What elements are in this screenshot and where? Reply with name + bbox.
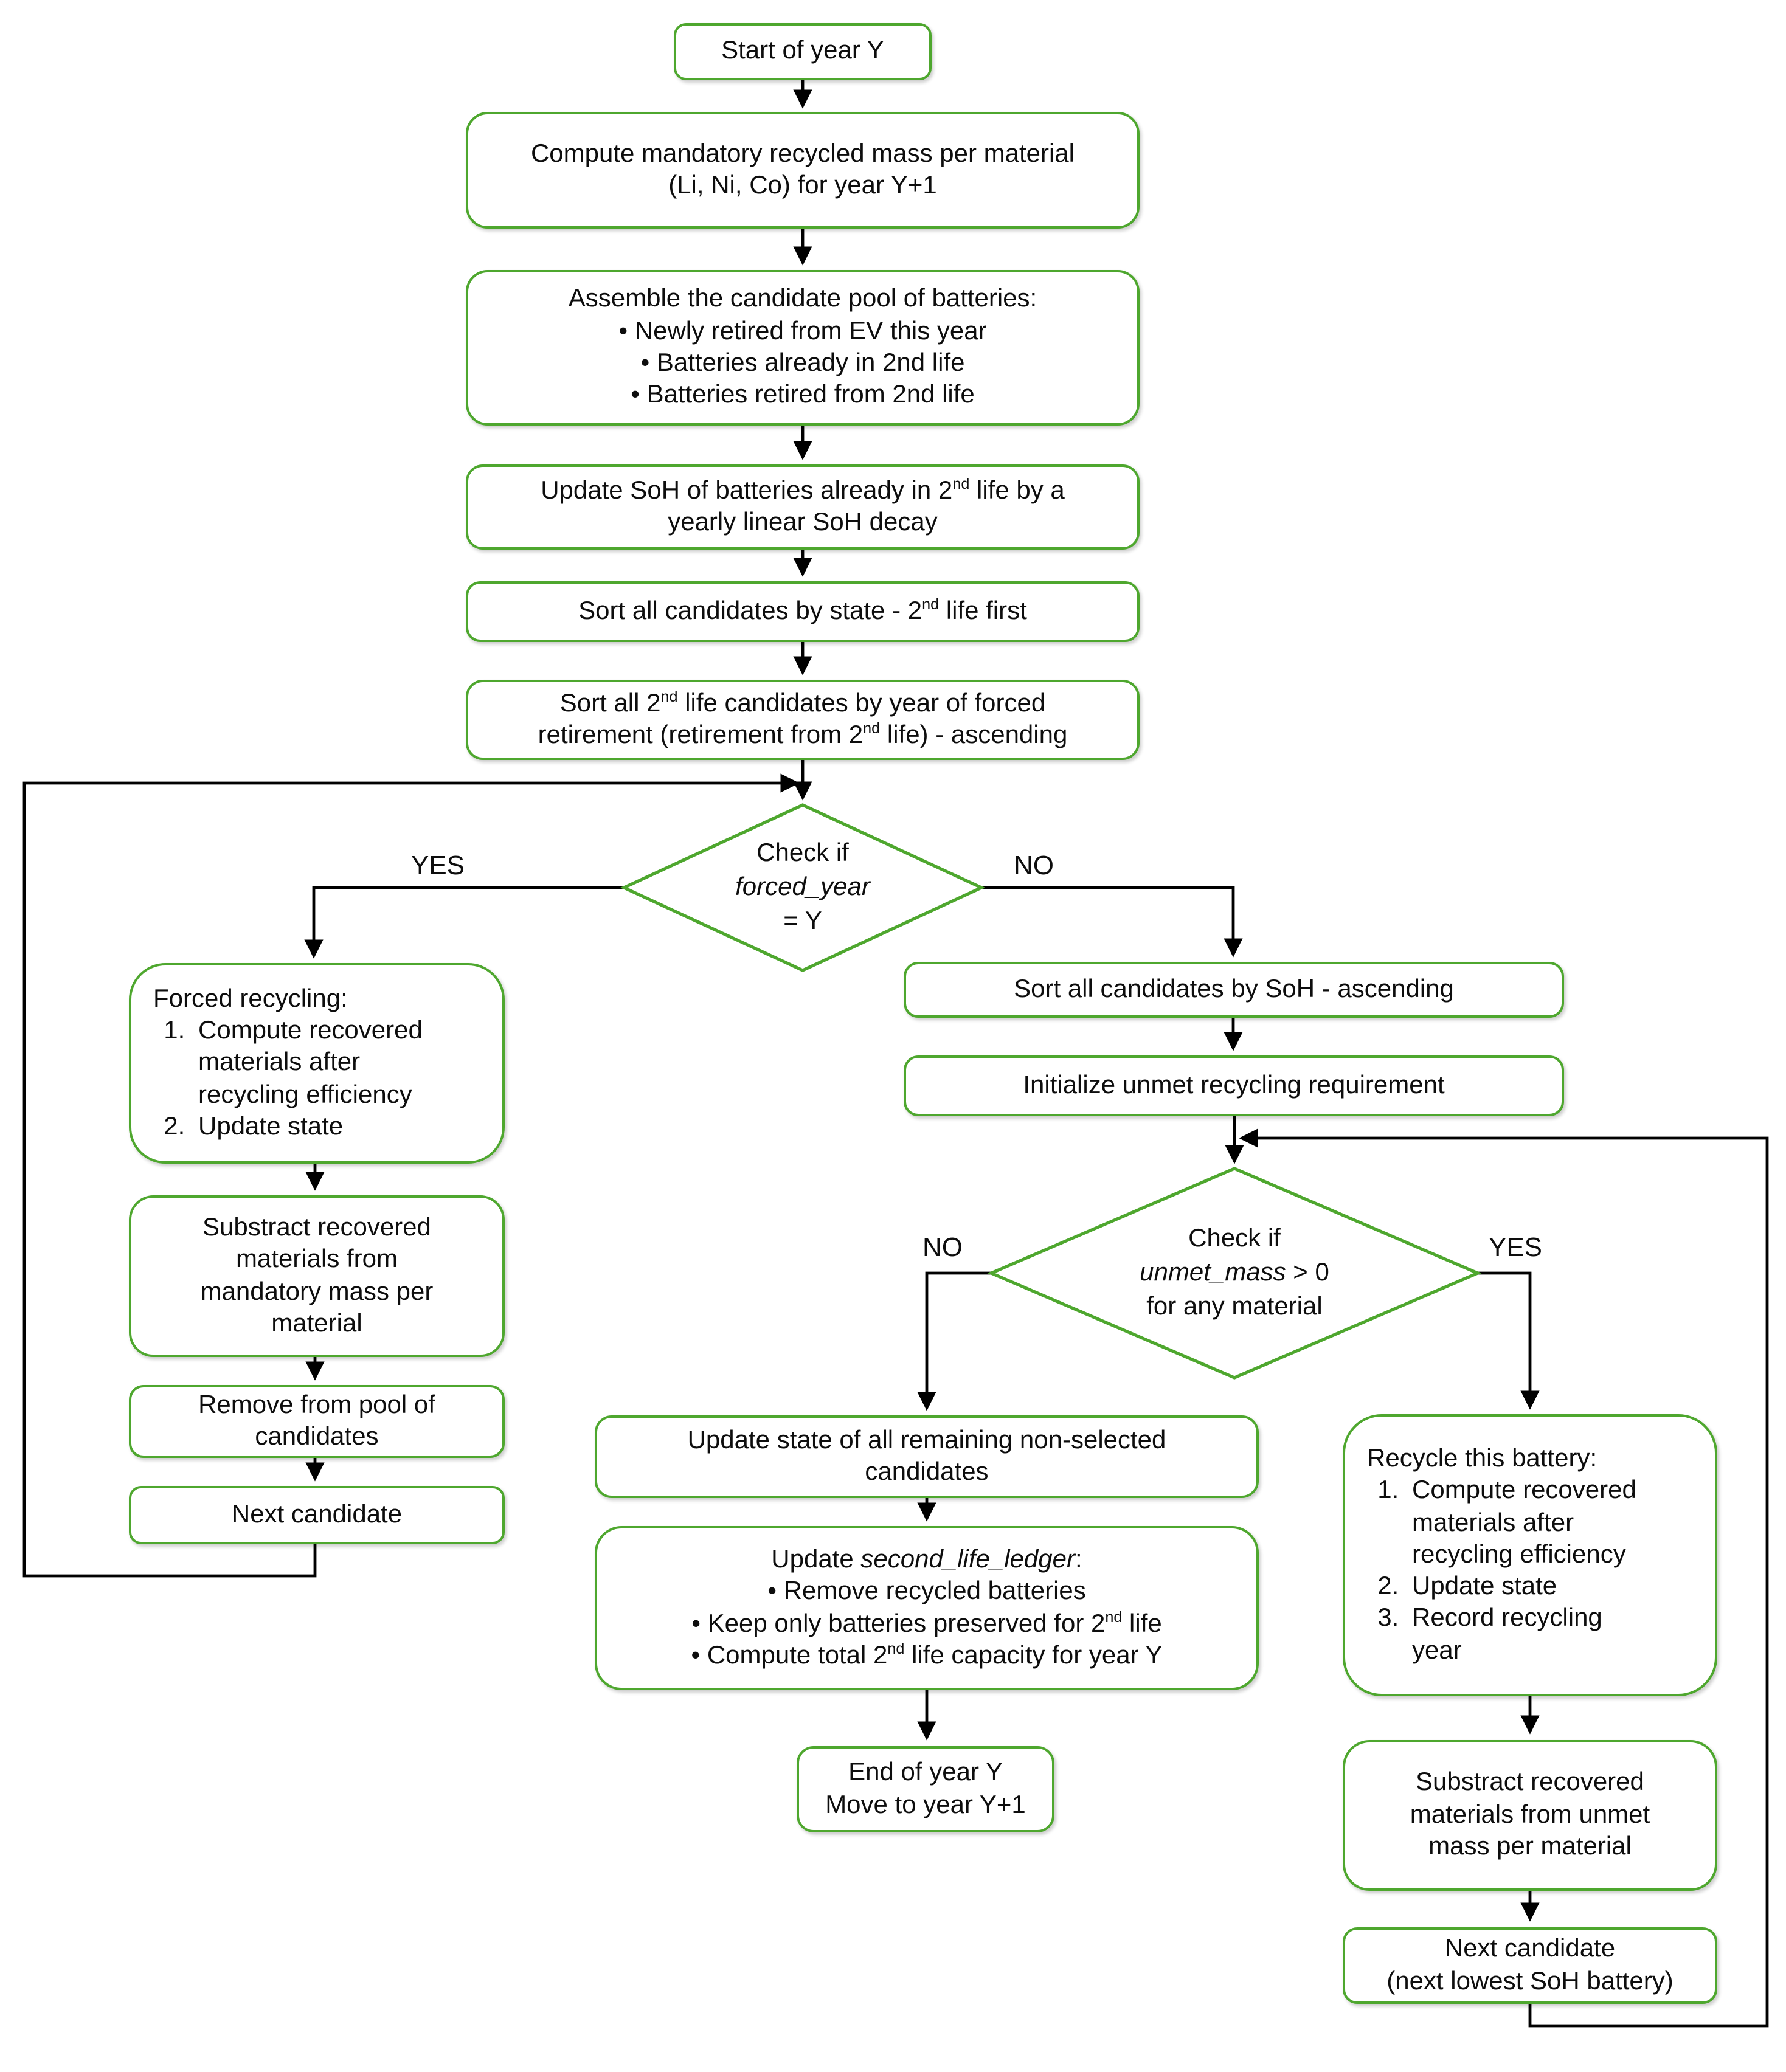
decision-unmet-mass-line1: Check if xyxy=(1188,1224,1281,1253)
node-compute-mandatory: Compute mandatory recycled mass per mate… xyxy=(466,112,1140,229)
node-end-of-year: End of year Y Move to year Y+1 xyxy=(797,1746,1054,1832)
label-yes-decision2: YES xyxy=(1488,1232,1543,1262)
node-update-state-remaining-label: Update state of all remaining non-select… xyxy=(687,1426,1166,1486)
node-start-label: Start of year Y xyxy=(721,36,884,65)
node-update-second-life-ledger: Update second_life_ledger: Remove recycl… xyxy=(595,1526,1259,1690)
decision-forced-year: Check if forced_year = Y xyxy=(663,810,943,965)
edge-decision1-no xyxy=(981,886,1243,958)
edge-left-loop-back xyxy=(22,773,800,1578)
node-initialize-unmet-label: Initialize unmet recycling requirement xyxy=(1023,1071,1445,1099)
node-compute-mandatory-label: Compute mandatory recycled mass per mate… xyxy=(530,139,1075,199)
node-end-of-year-line2: Move to year Y+1 xyxy=(825,1791,1026,1818)
decision-forced-year-line2: forced_year xyxy=(735,873,870,902)
node-sort-by-soh: Sort all candidates by SoH - ascending xyxy=(904,962,1564,1018)
node-next-candidate-label: Next candidate xyxy=(231,1500,403,1528)
node-forced-recycling-step-2: Update state xyxy=(192,1111,423,1144)
edge-decision1-yes xyxy=(304,886,624,959)
node-assemble-pool-title: Assemble the candidate pool of batteries… xyxy=(568,285,1037,313)
decision-forced-year-line1: Check if xyxy=(756,839,849,868)
node-sort-by-forced-year-label: Sort all 2nd life candidates by year of … xyxy=(538,688,1068,749)
node-next-candidate-lowest-soh: Next candidate (next lowest SoH battery) xyxy=(1343,1927,1717,2004)
node-ledger-bullet-1: Remove recycled batteries xyxy=(767,1576,1086,1608)
label-no-decision1: NO xyxy=(1014,850,1054,880)
node-ledger-bullet-3: Compute total 2nd life capacity for year… xyxy=(691,1640,1163,1673)
node-assemble-pool: Assemble the candidate pool of batteries… xyxy=(466,270,1140,426)
decision-unmet-mass-line2: unmet_mass > 0 xyxy=(1140,1259,1329,1287)
node-sort-by-state: Sort all candidates by state - 2nd life … xyxy=(466,581,1140,642)
label-no-decision2: NO xyxy=(922,1232,963,1262)
node-ledger-bullet-2: Keep only batteries preserved for 2nd li… xyxy=(691,1608,1162,1640)
node-start: Start of year Y xyxy=(674,23,932,80)
node-update-soh-label: Update SoH of batteries already in 2nd l… xyxy=(541,475,1065,536)
node-next-candidate-lowest-soh-line1: Next candidate xyxy=(1444,1935,1616,1963)
node-update-state-remaining: Update state of all remaining non-select… xyxy=(595,1415,1259,1498)
label-yes-decision1: YES xyxy=(410,850,465,880)
decision-unmet-mass-shape xyxy=(987,1167,1482,1380)
node-assemble-bullet-1: Newly retired from EV this year xyxy=(618,316,987,348)
edge-right-loop-back xyxy=(1239,1128,1769,2028)
decision-forced-year-shape xyxy=(620,803,986,972)
edge-decision2-yes xyxy=(1478,1271,1540,1410)
node-sort-by-soh-label: Sort all candidates by SoH - ascending xyxy=(1014,975,1454,1003)
node-recycle-battery-step-2: Update state xyxy=(1406,1571,1636,1603)
node-ledger-title: Update second_life_ledger: xyxy=(771,1545,1082,1573)
node-sort-by-forced-year: Sort all 2nd life candidates by year of … xyxy=(466,680,1140,760)
node-next-candidate-lowest-soh-line2: (next lowest SoH battery) xyxy=(1386,1967,1674,1995)
node-recycle-battery: Recycle this battery: Compute recoveredm… xyxy=(1343,1414,1717,1696)
node-update-soh: Update SoH of batteries already in 2nd l… xyxy=(466,464,1140,550)
decision-unmet-mass-line3: for any material xyxy=(1146,1292,1323,1321)
node-initialize-unmet: Initialize unmet recycling requirement xyxy=(904,1055,1564,1116)
node-next-candidate: Next candidate xyxy=(129,1486,505,1544)
node-assemble-bullet-3: Batteries retired from 2nd life xyxy=(631,380,975,412)
node-forced-recycling: Forced recycling: Compute recoveredmater… xyxy=(129,963,505,1164)
edge-decision2-no xyxy=(917,1271,991,1411)
decision-unmet-mass: Check if unmet_mass > 0 for any material xyxy=(1070,1176,1399,1370)
node-sort-by-state-label: Sort all candidates by state - 2nd life … xyxy=(578,595,1027,625)
node-assemble-bullet-2: Batteries already in 2nd life xyxy=(641,348,965,380)
node-forced-recycling-title: Forced recycling: xyxy=(153,984,348,1013)
node-recycle-battery-title: Recycle this battery: xyxy=(1367,1445,1597,1473)
decision-forced-year-line3: = Y xyxy=(783,906,822,935)
node-end-of-year-line1: End of year Y xyxy=(848,1758,1003,1787)
